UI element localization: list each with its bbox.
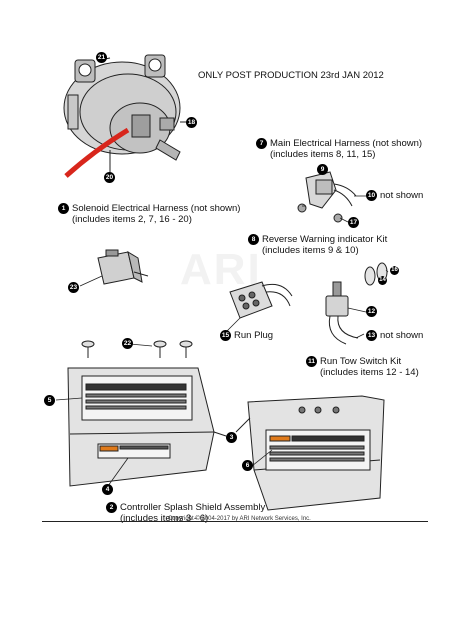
footer-rule <box>42 521 428 522</box>
not-shown-label: not shown <box>380 330 424 341</box>
callout-subtitle: (includes items 8, 11, 15) <box>270 149 376 160</box>
part-badge-13: 13 <box>366 330 377 341</box>
callout-title: Run Tow Switch Kit <box>320 356 402 367</box>
watermark: ARI <box>180 245 262 294</box>
red-wire <box>64 127 130 178</box>
relay-drawing <box>97 249 149 285</box>
callout-title: Controller Splash Shield Assembly <box>120 502 266 513</box>
not-shown-label: not shown <box>380 190 424 201</box>
splash-shield-right-drawing <box>235 395 385 511</box>
callout-title: Solenoid Electrical Harness (not shown) <box>72 203 241 214</box>
part-badge-6: 6 <box>242 460 253 471</box>
part-badge-17: 17 <box>348 217 359 228</box>
reverse-indicator-drawing <box>297 171 357 223</box>
part-badge-12: 12 <box>366 306 377 317</box>
part-badge-23: 23 <box>68 282 79 293</box>
callout-title: Main Electrical Harness (not shown) <box>270 138 423 149</box>
callout-badge: 1 <box>58 203 69 214</box>
post-production-note: ONLY POST PRODUCTION 23rd JAN 2012 <box>198 70 384 81</box>
callout-badge: 2 <box>106 502 117 513</box>
part-badge-5: 5 <box>44 395 55 406</box>
part-badge-16: 16 <box>390 266 399 275</box>
callout-subtitle: (includes items 9 & 10) <box>262 245 359 256</box>
part-badge-21: 21 <box>96 52 107 63</box>
callout-badge: 15 <box>220 330 231 341</box>
part-badge-3: 3 <box>226 432 237 443</box>
callout-badge: 8 <box>248 234 259 245</box>
screw-drawings <box>81 340 193 358</box>
callout-subtitle: (includes items 2, 7, 16 - 20) <box>72 214 192 225</box>
part-badge-4: 4 <box>102 484 113 495</box>
solenoid-drawing <box>63 54 181 161</box>
part-badge-22: 22 <box>122 338 133 349</box>
part-badge-9: 9 <box>317 164 328 175</box>
callout-subtitle: (includes items 12 - 14) <box>320 367 419 378</box>
tow-switch-drawing <box>325 262 388 345</box>
copyright-text: Copyright © 2004-2017 by ARI Network Ser… <box>168 516 311 522</box>
part-badge-20: 20 <box>104 172 115 183</box>
callout-badge: 11 <box>306 356 317 367</box>
callout-title: Reverse Warning indicator Kit <box>262 234 388 245</box>
part-badge-18: 18 <box>186 117 197 128</box>
run-plug-drawing <box>229 281 293 319</box>
callout-title: Run Plug <box>234 330 274 341</box>
callout-badge: 7 <box>256 138 267 149</box>
splash-shield-left-drawing <box>67 367 227 487</box>
part-badge-14: 14 <box>378 276 387 285</box>
callout-subtitle: (includes items 3 - 6) <box>120 513 209 524</box>
part-badge-10: 10 <box>366 190 377 201</box>
